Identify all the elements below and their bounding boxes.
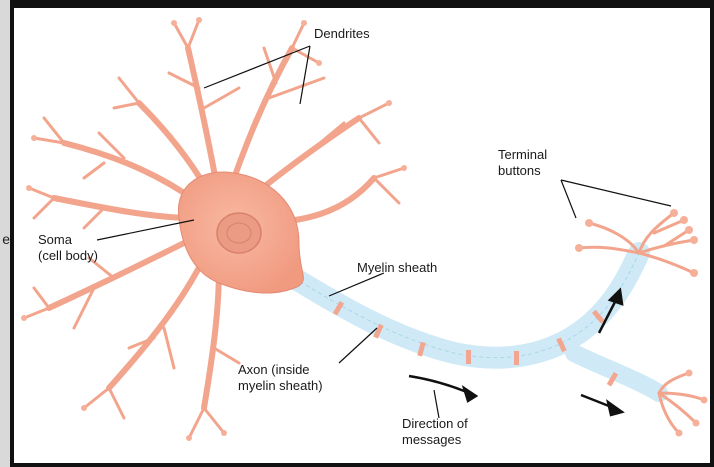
terminal-knobs-lower	[676, 370, 708, 437]
label-direction-line2: messages	[402, 432, 468, 448]
label-axon-line1: Axon (inside	[238, 362, 323, 378]
nucleus	[217, 213, 261, 253]
label-soma-line1: Soma	[38, 232, 98, 248]
label-soma-line2: (cell body)	[38, 248, 98, 264]
label-terminal-buttons: Terminal buttons	[498, 147, 547, 179]
edge-text-fragment: e	[0, 232, 10, 246]
left-edge-strip: e	[0, 0, 10, 467]
label-dendrites: Dendrites	[314, 26, 370, 42]
label-terminal-line1: Terminal	[498, 147, 547, 163]
neuron-diagram	[14, 8, 710, 463]
label-direction: Direction of messages	[402, 416, 468, 448]
label-axon-line2: myelin sheath)	[238, 378, 323, 394]
label-direction-line1: Direction of	[402, 416, 468, 432]
label-axon: Axon (inside myelin sheath)	[238, 362, 323, 394]
label-myelin-sheath: Myelin sheath	[357, 260, 437, 276]
label-terminal-line2: buttons	[498, 163, 547, 179]
label-soma: Soma (cell body)	[38, 232, 98, 264]
diagram-panel: Dendrites Terminal buttons Soma (cell bo…	[14, 8, 710, 463]
arrow-head-icon	[464, 388, 476, 401]
